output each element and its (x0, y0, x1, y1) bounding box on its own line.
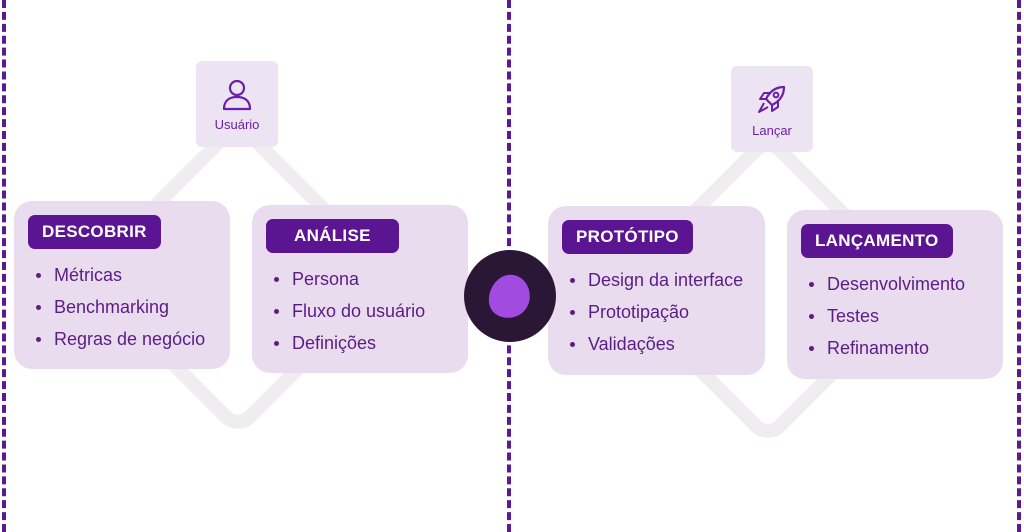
list-item: Validações (562, 328, 751, 360)
rocket-icon-label: Lançar (752, 122, 792, 138)
rocket-icon-box: Lançar (731, 66, 813, 152)
card-analise: ANÁLISE Persona Fluxo do usuário Definiç… (252, 205, 468, 373)
list-item: Persona (266, 263, 454, 295)
list-item: Regras de negócio (28, 323, 216, 355)
user-icon-box: Usuário (196, 61, 278, 147)
card-list: Métricas Benchmarking Regras de negócio (28, 259, 216, 355)
blob-shape-icon (488, 274, 530, 318)
list-item: Fluxo do usuário (266, 295, 454, 327)
list-item: Prototipação (562, 296, 751, 328)
rocket-icon (758, 85, 786, 113)
card-title: LANÇAMENTO (801, 224, 953, 258)
card-title: ANÁLISE (266, 219, 399, 253)
card-lancamento: LANÇAMENTO Desenvolvimento Testes Refina… (787, 210, 1003, 379)
card-title: PROTÓTIPO (562, 220, 693, 254)
card-prototipo: PROTÓTIPO Design da interface Prototipaç… (548, 206, 765, 375)
card-list: Design da interface Prototipação Validaç… (562, 264, 751, 360)
card-title: DESCOBRIR (28, 215, 161, 249)
list-item: Refinamento (801, 332, 989, 364)
card-list: Desenvolvimento Testes Refinamento (801, 268, 989, 364)
list-item: Benchmarking (28, 291, 216, 323)
list-item: Desenvolvimento (801, 268, 989, 300)
list-item: Testes (801, 300, 989, 332)
list-item: Design da interface (562, 264, 751, 296)
user-icon (222, 79, 252, 110)
list-item: Definições (266, 327, 454, 359)
divider-right (1017, 0, 1021, 532)
card-list: Persona Fluxo do usuário Definições (266, 263, 454, 359)
divider-left (2, 0, 6, 532)
center-logo (464, 250, 556, 342)
user-icon-label: Usuário (214, 116, 260, 132)
list-item: Métricas (28, 259, 216, 291)
card-descobrir: DESCOBRIR Métricas Benchmarking Regras d… (14, 201, 230, 369)
